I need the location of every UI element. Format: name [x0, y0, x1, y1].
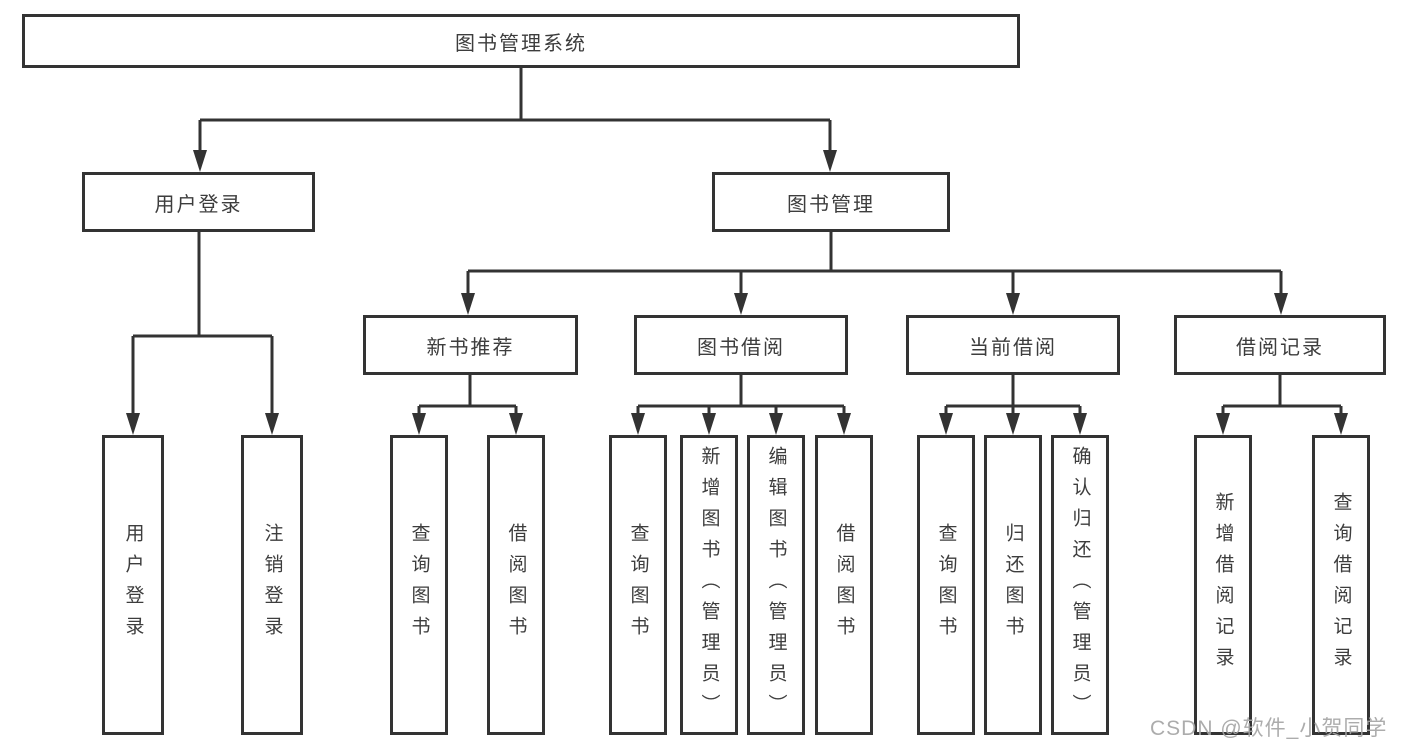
- leaf-borrow-borrow-books: 借阅图书: [815, 435, 873, 735]
- node-new-book-recommend: 新书推荐: [363, 315, 578, 375]
- leaf-borrow-query-books-label: 查询图书: [627, 523, 649, 647]
- leaf-borrow-edit-books-admin-label: 编辑图书（管理员）: [765, 445, 787, 725]
- leaf-newbook-borrow-books-label: 借阅图书: [505, 523, 527, 647]
- connector-bookmgmt-to-level3: [461, 232, 1288, 315]
- leaf-user-login-label: 用户登录: [122, 523, 144, 647]
- leaf-current-query-books: 查询图书: [917, 435, 975, 735]
- leaf-record-query-record: 查询借阅记录: [1312, 435, 1370, 735]
- leaf-record-query-record-label: 查询借阅记录: [1330, 492, 1352, 678]
- node-current-borrow: 当前借阅: [906, 315, 1120, 375]
- node-book-management: 图书管理: [712, 172, 950, 232]
- leaf-current-confirm-return-admin: 确认归还（管理员）: [1051, 435, 1109, 735]
- leaf-record-add-record: 新增借阅记录: [1194, 435, 1252, 735]
- leaf-borrow-add-books-admin-label: 新增图书（管理员）: [698, 445, 720, 725]
- node-library-system: 图书管理系统: [22, 14, 1020, 68]
- node-user-login: 用户登录: [82, 172, 315, 232]
- connector-bookborrow-to-leaves: [631, 375, 851, 435]
- connector-borrowrecord-to-leaves: [1216, 375, 1348, 435]
- csdn-watermark: CSDN @软件_小贺同学: [1150, 717, 1388, 740]
- leaf-current-return-books: 归还图书: [984, 435, 1042, 735]
- leaf-borrow-borrow-books-label: 借阅图书: [833, 523, 855, 647]
- leaf-newbook-query-books: 查询图书: [390, 435, 448, 735]
- leaf-current-query-books-label: 查询图书: [935, 523, 957, 647]
- connector-newbook-to-leaves: [412, 375, 523, 435]
- node-borrow-record: 借阅记录: [1174, 315, 1386, 375]
- leaf-newbook-query-books-label: 查询图书: [408, 523, 430, 647]
- leaf-borrow-edit-books-admin: 编辑图书（管理员）: [747, 435, 805, 735]
- leaf-newbook-borrow-books: 借阅图书: [487, 435, 545, 735]
- leaf-current-confirm-return-admin-label: 确认归还（管理员）: [1069, 445, 1091, 725]
- leaf-current-return-books-label: 归还图书: [1002, 523, 1024, 647]
- leaf-record-add-record-label: 新增借阅记录: [1212, 492, 1234, 678]
- leaf-logout-label: 注销登录: [261, 523, 283, 647]
- leaf-borrow-query-books: 查询图书: [609, 435, 667, 735]
- leaf-logout: 注销登录: [241, 435, 303, 735]
- connector-currentborrow-to-leaves: [939, 375, 1087, 435]
- connector-root-to-level2: [193, 68, 837, 172]
- node-book-borrow: 图书借阅: [634, 315, 848, 375]
- leaf-user-login: 用户登录: [102, 435, 164, 735]
- leaf-borrow-add-books-admin: 新增图书（管理员）: [680, 435, 738, 735]
- connector-userlogin-to-leaves: [126, 232, 279, 435]
